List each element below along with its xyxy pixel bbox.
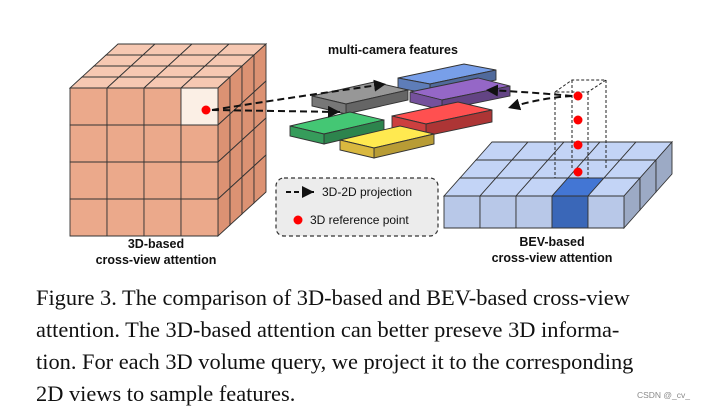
legend: 3D-2D projection 3D reference point	[275, 177, 439, 237]
tile-yellow	[339, 125, 435, 159]
bev-grid	[442, 140, 674, 230]
cube-side-cell	[253, 153, 267, 205]
legend-projection-label: 3D-2D projection	[322, 185, 412, 199]
figure-caption: Figure 3. The comparison of 3D-based and…	[36, 282, 676, 410]
cube-cell	[106, 124, 145, 163]
cube-cell	[69, 161, 108, 200]
cube-side-face	[217, 42, 267, 238]
cube-cell	[106, 87, 145, 126]
caption-line-3: tion. For each 3D volume query, we proje…	[36, 349, 634, 374]
reference-point-bev-1	[573, 91, 583, 101]
bev-side-cell	[655, 140, 673, 194]
cube-cell	[143, 161, 182, 200]
cube-cell	[69, 87, 108, 126]
cube-cell	[69, 124, 108, 163]
cube-cell	[106, 198, 145, 237]
bev-cell	[515, 195, 553, 229]
reference-point-bev-2	[573, 115, 583, 125]
cube-cell	[180, 161, 219, 200]
cube-top-face	[68, 43, 268, 89]
bev-front-face	[443, 195, 625, 229]
comparison-figure: multi-camera features 3D-2D projection 3…	[68, 42, 674, 267]
label-bev-line2: cross-view attention	[492, 251, 613, 265]
reference-points	[201, 91, 583, 177]
legend-reference-swatch	[293, 215, 303, 225]
bev-cell	[443, 195, 481, 229]
volume-cube	[68, 42, 268, 238]
cube-cell	[143, 87, 182, 126]
bev-cell	[587, 195, 625, 229]
bev-query-cell	[551, 195, 589, 229]
multicam-title: multi-camera features	[328, 43, 458, 57]
caption-line-1: Figure 3. The comparison of 3D-based and…	[36, 285, 630, 310]
label-bev-line1: BEV-based	[519, 235, 584, 249]
projection-arrows	[211, 79, 573, 118]
cube-cell	[180, 198, 219, 237]
cube-cell	[143, 124, 182, 163]
label-3d-line1: 3D-based	[128, 237, 184, 251]
reference-point-3d	[201, 105, 211, 115]
caption-line-2: attention. The 3D-based attention can be…	[36, 317, 620, 342]
legend-box	[275, 177, 439, 237]
watermark: CSDN @_cv_	[636, 390, 690, 400]
cube-cell	[106, 161, 145, 200]
reference-point-bev-3	[573, 140, 583, 150]
tile-red	[391, 101, 493, 137]
legend-reference-label: 3D reference point	[310, 213, 409, 227]
caption-line-4: 2D views to sample features.	[36, 381, 296, 406]
cube-query-cell	[180, 87, 219, 126]
bev-cell	[479, 195, 517, 229]
cube-front-face	[69, 87, 219, 237]
cube-cell	[180, 124, 219, 163]
cube-cell	[143, 198, 182, 237]
cube-cell	[69, 198, 108, 237]
label-3d-line2: cross-view attention	[96, 253, 217, 267]
reference-point-bev-4	[573, 167, 583, 177]
